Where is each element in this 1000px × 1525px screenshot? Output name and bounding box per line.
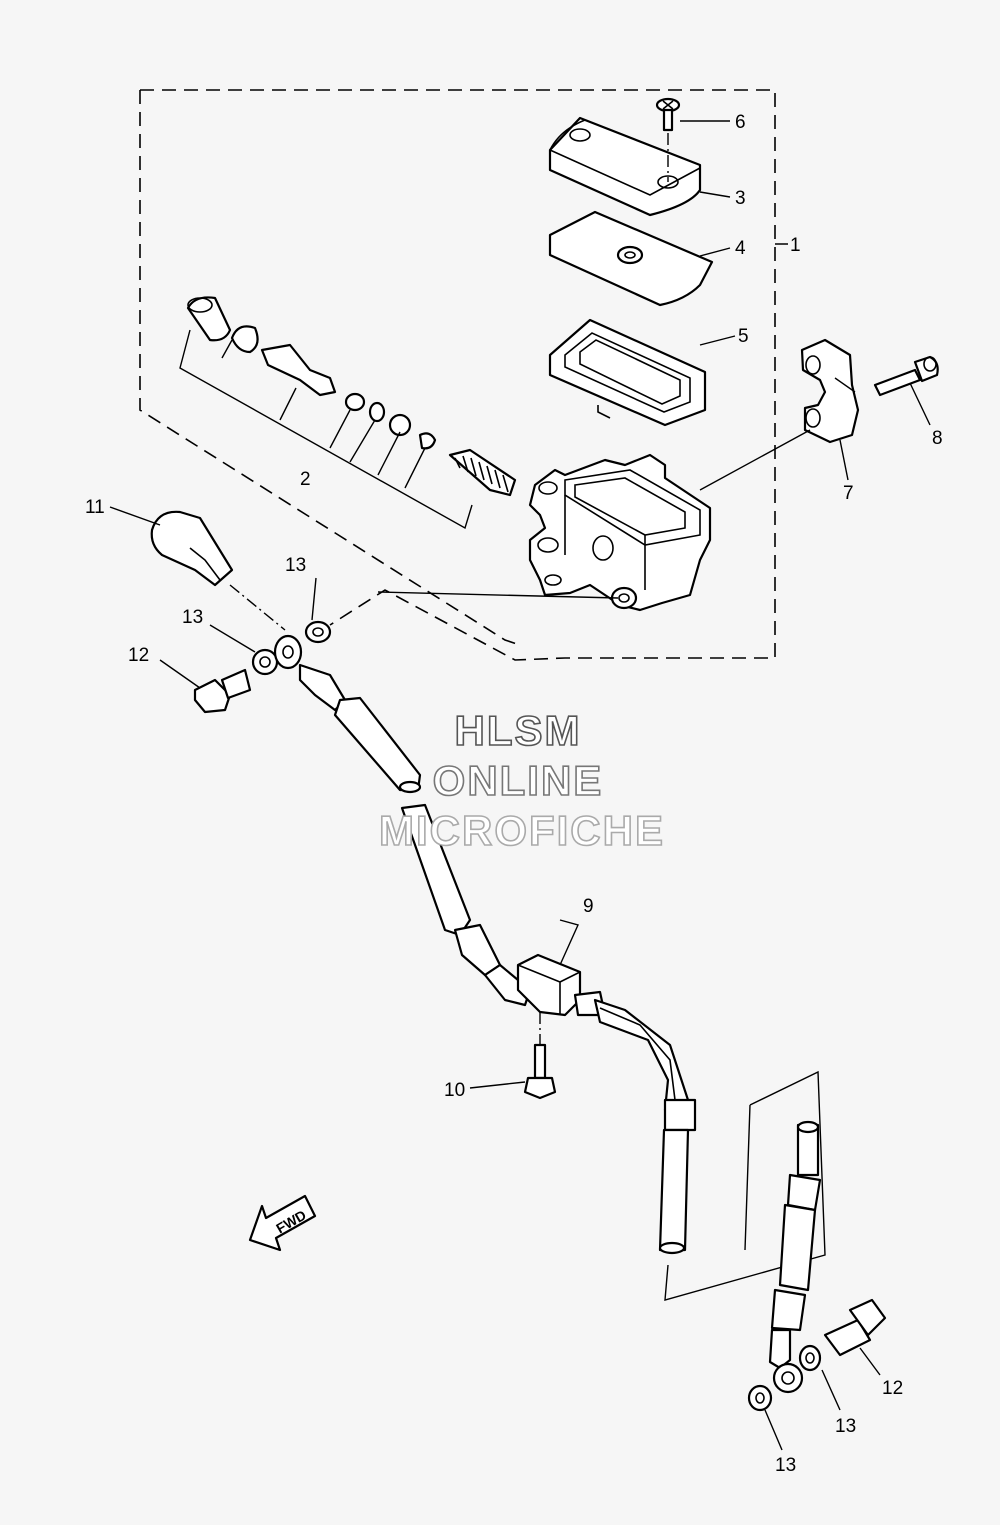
fwd-arrow-icon: FWD (248, 1194, 317, 1252)
part-5-diaphragm (548, 318, 707, 427)
part-4-diaphragm-plate (548, 210, 714, 307)
callout-10: 10 (444, 1080, 465, 1101)
callout-9: 9 (583, 896, 594, 917)
master-cylinder-body (528, 453, 712, 612)
brake-hose-bottom (768, 1120, 822, 1394)
part-8-bolt (873, 355, 939, 397)
callout-13-lower-left: 13 (775, 1455, 796, 1476)
callout-13-lower-right: 13 (835, 1416, 856, 1437)
part-2-leader (179, 329, 473, 530)
callout-11: 11 (85, 497, 105, 518)
boot-centerline (229, 584, 286, 631)
watermark-line-3: MICROFICHE (379, 807, 665, 854)
part-12-banjo-bolt-upper (193, 668, 252, 714)
callout-12-upper: 12 (128, 645, 149, 666)
brake-hose-upper (251, 620, 532, 1007)
part-6-screw (655, 97, 681, 182)
watermark-line-2: ONLINE (433, 757, 604, 804)
callout-13-upper-left: 13 (182, 607, 203, 628)
part-3-reservoir-cap (548, 116, 702, 217)
callout-3: 3 (735, 188, 746, 209)
part-2-piston-kit (186, 296, 517, 497)
part-13-washer-c (798, 1344, 822, 1372)
brake-hose-lower (593, 998, 697, 1255)
callout-12-lower: 12 (882, 1378, 903, 1399)
callout-7: 7 (843, 483, 854, 504)
part-13-washer-d (747, 1384, 773, 1412)
assembly-boundary (139, 89, 776, 661)
hose-break-line (664, 1070, 826, 1301)
part-12-banjo-bolt-lower (823, 1298, 887, 1357)
callout-1: 1 (790, 235, 801, 256)
watermark-line-1: HLSM (455, 707, 582, 754)
callout-2: 2 (300, 469, 311, 490)
part-9-joint-block (516, 953, 607, 1017)
callout-8: 8 (932, 428, 943, 449)
callout-6: 6 (735, 112, 746, 133)
part-11-boot (150, 510, 234, 587)
part-10-bolt (523, 1012, 557, 1100)
part-7-clamp (800, 338, 860, 444)
callout-5: 5 (738, 326, 749, 347)
callout-4: 4 (735, 238, 746, 259)
leader-lines (109, 120, 931, 1451)
callout-13-upper-right: 13 (285, 555, 306, 576)
